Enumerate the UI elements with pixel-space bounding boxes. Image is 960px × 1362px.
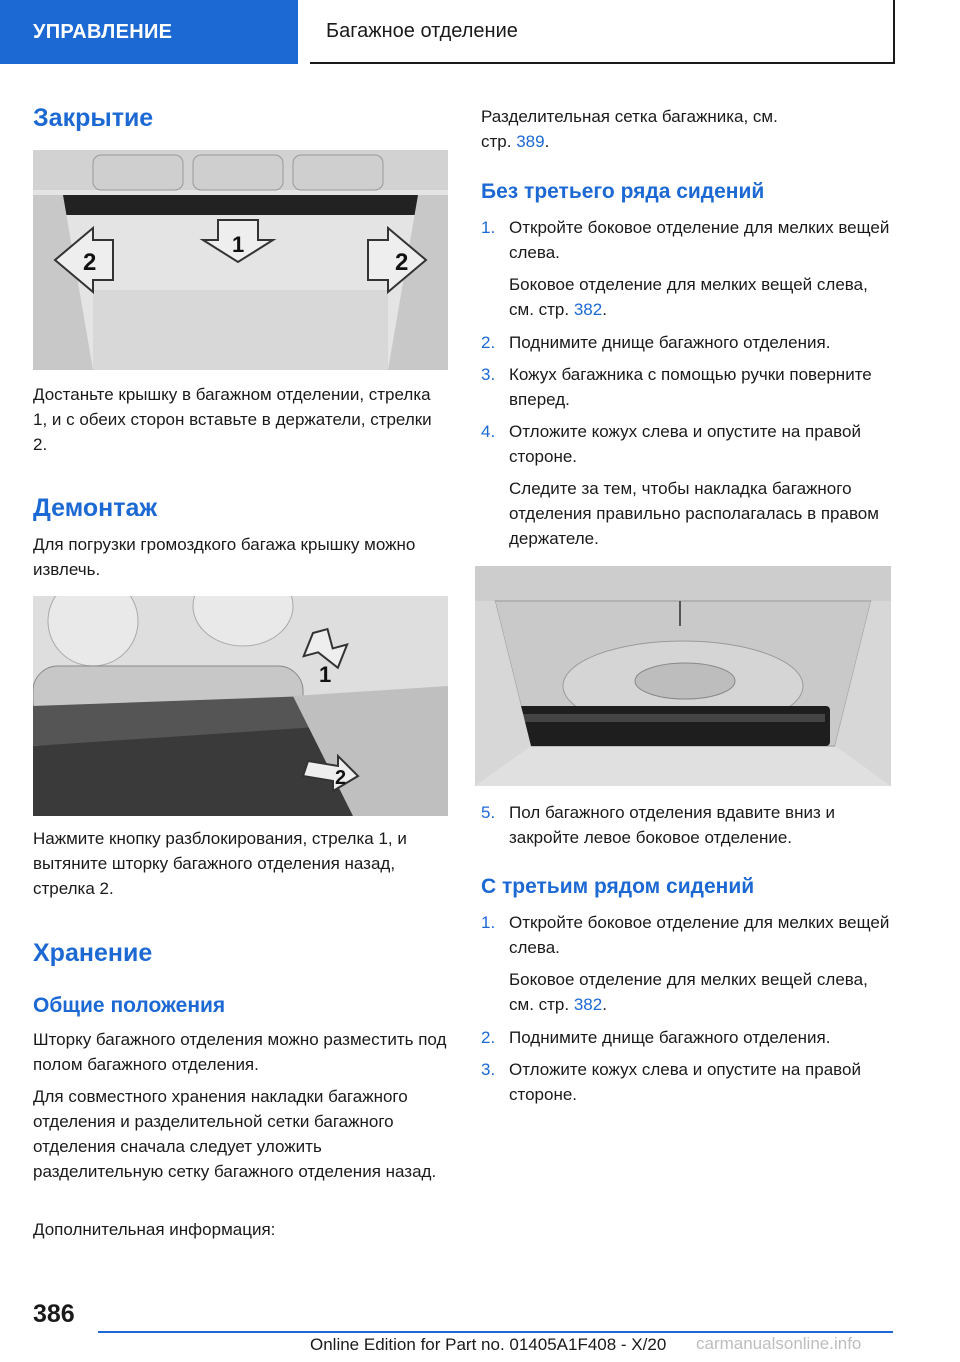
step-a2-text: Поднимите днище багажного отделения. bbox=[509, 333, 831, 352]
net-reference-suffix: . bbox=[544, 132, 550, 151]
step-a4-note: Следите за тем, чтобы накладка багажного… bbox=[509, 479, 879, 548]
figure-cover-removal: 1 2 bbox=[33, 596, 448, 816]
step-a3-number: 3. bbox=[481, 365, 496, 384]
figure-cover-closing: 2 1 2 bbox=[33, 150, 448, 370]
step-b2-number: 2. bbox=[481, 1028, 496, 1047]
step-b1-note-page-link[interactable]: 382 bbox=[573, 995, 603, 1014]
step-a1-note-text: Боковое отделение для мелких вещей слева… bbox=[509, 275, 868, 319]
step-a1-note: Боковое отделение для мелких вещей слева… bbox=[509, 275, 868, 319]
step-b3-number: 3. bbox=[481, 1060, 496, 1079]
footer-divider bbox=[98, 1331, 893, 1333]
fig2-label-2: 2 bbox=[335, 767, 346, 789]
heading-closing: Закрытие bbox=[33, 104, 154, 132]
removal-text: Для погрузки громоздкого багажа крышку м… bbox=[33, 535, 416, 579]
section-tab: УПРАВЛЕНИЕ bbox=[0, 0, 298, 64]
watermark: carmanualsonline.info bbox=[696, 1334, 862, 1353]
net-reference-prefix: стр. bbox=[481, 132, 512, 151]
general-paragraph-3: Дополнительная информация: bbox=[33, 1220, 276, 1239]
step-a1-number: 1. bbox=[481, 218, 496, 237]
general-paragraph-1: Шторку багажного отделения можно разме­с… bbox=[33, 1030, 447, 1074]
step-a1-text: Откройте боковое отделение для мелких ве… bbox=[509, 218, 890, 262]
step-b1-number: 1. bbox=[481, 913, 496, 932]
step-a4-text: Отложите кожух слева и опустите на пра­в… bbox=[509, 422, 861, 466]
closing-text: Достаньте крышку в багажном отделении, с… bbox=[33, 385, 432, 454]
heading-third-row: С третьим рядом сидений bbox=[481, 875, 755, 898]
step-b1-text: Откройте боковое отделение для мелких ве… bbox=[509, 913, 890, 957]
page-number: 386 bbox=[33, 1300, 75, 1328]
heading-storage: Хранение bbox=[33, 939, 153, 967]
general-paragraph-2: Для совместного хранения накладки багаж­… bbox=[33, 1087, 437, 1181]
removal-steps-text: Нажмите кнопку разблокирования, стрелка … bbox=[33, 829, 407, 898]
heading-removal: Демонтаж bbox=[33, 494, 158, 522]
heading-no-third-row: Без третьего ряда сидений bbox=[481, 180, 765, 203]
step-b3-text: Отложите кожух слева и опустите на пра­в… bbox=[509, 1060, 861, 1104]
step-a4-number: 4. bbox=[481, 422, 496, 441]
page-header-title: Багажное отделение bbox=[310, 0, 895, 64]
step-b1-note-text: Боковое отделение для мелких вещей слева… bbox=[509, 970, 868, 1014]
fig1-label-center: 1 bbox=[232, 232, 244, 257]
step-b1-note: Боковое отделение для мелких вещей слева… bbox=[509, 970, 868, 1014]
footer-edition: Online Edition for Part no. 01405A1F408 … bbox=[310, 1335, 667, 1354]
fig1-label-right: 2 bbox=[395, 249, 408, 276]
fig1-label-left: 2 bbox=[83, 249, 96, 276]
figure-trunk-floor bbox=[475, 566, 891, 786]
net-reference: Разделительная сетка багажника, см. стр.… bbox=[481, 104, 891, 154]
fig2-label-1: 1 bbox=[319, 662, 331, 687]
step-a5-number: 5. bbox=[481, 803, 496, 822]
step-a2-number: 2. bbox=[481, 333, 496, 352]
step-a5-text: Пол багажного отделения вдавите вниз и з… bbox=[509, 803, 835, 847]
step-b2-text: Поднимите днище багажного отделения. bbox=[509, 1028, 831, 1047]
step-a3-text: Кожух багажника с помощью ручки повер­ни… bbox=[509, 365, 872, 409]
net-reference-line1: Разделительная сетка багажника, см. bbox=[481, 107, 778, 126]
step-a1-note-page-link[interactable]: 382 bbox=[573, 300, 603, 319]
net-page-link[interactable]: 389 bbox=[516, 132, 545, 151]
heading-general: Общие положения bbox=[33, 994, 226, 1017]
